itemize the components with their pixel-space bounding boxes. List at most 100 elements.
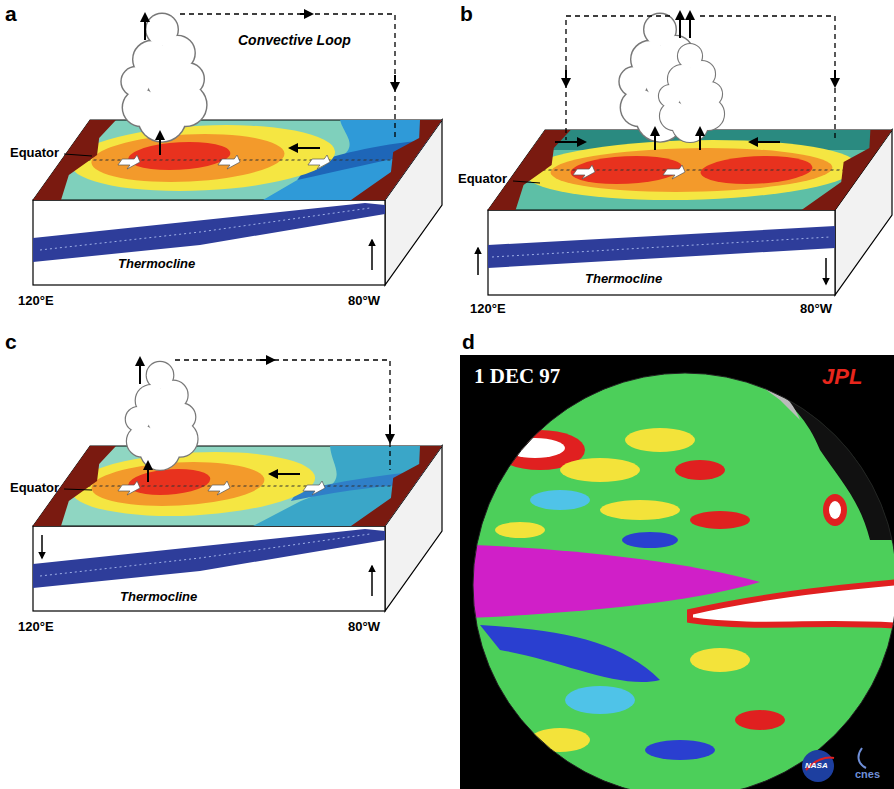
panel-c-box bbox=[77, 462, 278, 506]
date-label: 1 DEC 97 bbox=[474, 364, 560, 388]
panel-c-box bbox=[33, 529, 385, 588]
panel-b-box bbox=[492, 237, 830, 257]
thermocline-label: Thermocline bbox=[118, 257, 195, 272]
convective-loop-a bbox=[159, 132, 161, 155]
convective-loop-c bbox=[139, 358, 141, 384]
convective-loop-c bbox=[175, 360, 390, 470]
panel-a-box bbox=[215, 155, 245, 169]
convective-loop-b bbox=[700, 16, 835, 140]
convective-loop-b bbox=[699, 128, 701, 150]
longitude-label: 80°W bbox=[348, 620, 380, 635]
convective-loop-b bbox=[679, 12, 681, 38]
altimetry-globe bbox=[565, 686, 635, 714]
panel-a-box bbox=[76, 134, 300, 182]
altimetry-globe bbox=[473, 373, 894, 789]
loop-label: Convective Loop bbox=[238, 32, 351, 48]
panel-b-box bbox=[825, 258, 827, 284]
altimetry-globe bbox=[480, 625, 660, 682]
convective-loop-c bbox=[64, 489, 92, 490]
panel-a-box bbox=[115, 155, 145, 169]
panel-c-box bbox=[120, 469, 219, 495]
panel-letter: a bbox=[5, 2, 17, 26]
panel-a-box bbox=[290, 147, 320, 149]
convective-loop-b bbox=[659, 44, 724, 142]
longitude-label: 80°W bbox=[348, 294, 380, 309]
panel-a-box bbox=[40, 208, 370, 250]
convective-loop-c bbox=[126, 362, 197, 470]
altimetry-globe bbox=[675, 460, 725, 480]
agency-mark: NASA bbox=[805, 761, 828, 770]
panel-a-box bbox=[33, 120, 442, 200]
panel-c-box bbox=[300, 481, 330, 495]
altimetry-globe bbox=[859, 748, 866, 768]
altimetry-globe bbox=[622, 532, 678, 548]
panel-a-box bbox=[33, 120, 442, 200]
panel-b-box bbox=[750, 141, 780, 143]
agency-mark: cnes bbox=[855, 768, 880, 781]
convective-loop-a bbox=[64, 154, 92, 156]
agency-mark: JPL bbox=[822, 364, 862, 389]
convective-loop-b bbox=[834, 70, 836, 86]
longitude-label: 120°E bbox=[18, 294, 54, 309]
panel-c-box bbox=[270, 473, 300, 475]
panel-b-box bbox=[660, 165, 690, 179]
panel-letter: c bbox=[5, 330, 17, 354]
panel-letter: b bbox=[460, 2, 473, 26]
panel-c-box bbox=[33, 446, 442, 611]
panel-b-box bbox=[570, 165, 600, 179]
convective-loop-a bbox=[122, 14, 206, 141]
panel-a-box bbox=[371, 240, 373, 270]
convective-loop-a bbox=[144, 14, 146, 40]
convective-loop-c bbox=[147, 462, 149, 482]
longitude-label: 80°W bbox=[800, 302, 832, 317]
altimetry-globe bbox=[560, 458, 640, 482]
panel-b-box bbox=[478, 130, 892, 295]
panel-c-box bbox=[33, 446, 442, 526]
altimetry-globe bbox=[470, 355, 894, 789]
convective-loop-a bbox=[180, 14, 395, 140]
panel-c-box bbox=[33, 446, 442, 526]
altimetry-globe bbox=[460, 355, 894, 789]
convective-loop-a bbox=[300, 13, 312, 15]
altimetry-globe bbox=[495, 522, 545, 538]
panel-c-box bbox=[205, 481, 235, 495]
altimetry-globe bbox=[690, 511, 750, 529]
panel-a-box bbox=[33, 120, 442, 200]
panel-b-box bbox=[555, 141, 585, 143]
altimetry-globe bbox=[530, 490, 590, 510]
convective-loop-b bbox=[565, 70, 567, 86]
altimetry-globe bbox=[690, 648, 750, 672]
panel-c-box bbox=[33, 526, 385, 611]
panel-c-box bbox=[41, 535, 43, 558]
altimetry-globe bbox=[600, 500, 680, 520]
convective-loop-c bbox=[260, 359, 274, 361]
thermocline-label: Thermocline bbox=[120, 590, 197, 605]
convective-loop-b bbox=[513, 12, 835, 183]
panel-letter: d bbox=[462, 330, 475, 354]
convective-loop-b bbox=[566, 16, 670, 140]
panel-a-box bbox=[305, 155, 335, 169]
panel-c-box bbox=[371, 566, 373, 596]
panel-c-box bbox=[33, 446, 442, 526]
equator-label: Equator bbox=[10, 146, 59, 161]
panel-c-box bbox=[40, 534, 370, 576]
panel-b-box bbox=[488, 210, 835, 295]
thermocline-label: Thermocline bbox=[585, 272, 662, 287]
longitude-label: 120°E bbox=[18, 620, 54, 635]
convective-loop-c bbox=[389, 425, 391, 442]
panel-b-box bbox=[536, 148, 847, 192]
panel-a-box bbox=[33, 200, 385, 285]
panel-c-box bbox=[115, 481, 145, 495]
altimetry-globe bbox=[505, 438, 565, 458]
convective-loop-a bbox=[64, 14, 395, 156]
altimetry-globe bbox=[829, 501, 841, 519]
panel-a-box bbox=[33, 120, 442, 285]
convective-loop-a bbox=[394, 75, 396, 90]
altimetry-globe bbox=[720, 355, 894, 540]
altimetry-globe bbox=[690, 582, 894, 626]
altimetry-globe bbox=[735, 710, 785, 730]
panel-b-box bbox=[488, 226, 835, 268]
panel-b-box bbox=[477, 248, 479, 275]
